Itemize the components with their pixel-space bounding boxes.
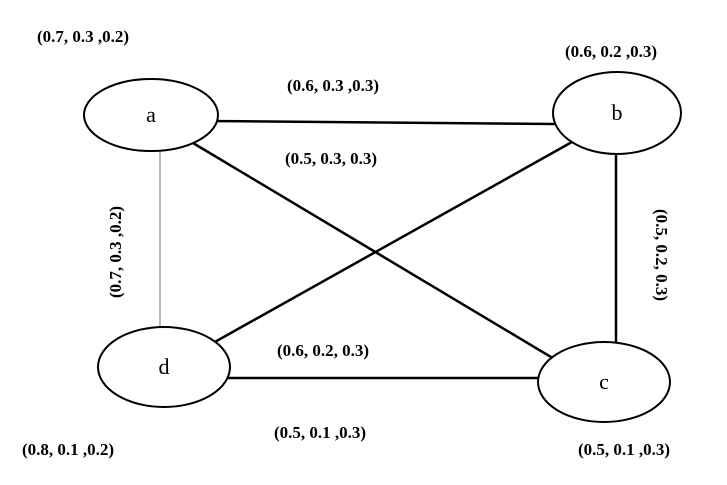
vertex-a-value: (0.7, 0.3 ,0.2) (37, 27, 129, 46)
edge-d-c-value: (0.5, 0.1 ,0.3) (274, 423, 366, 442)
vertex-d-value: (0.8, 0.1 ,0.2) (22, 440, 114, 459)
vertex-c-label: c (599, 369, 609, 394)
vertex-d-ellipse (97, 326, 231, 408)
edge-b-d-value: (0.6, 0.2, 0.3) (277, 341, 369, 360)
edge-a-b (209, 119, 557, 126)
vertex-c-value: (0.5, 0.1 ,0.3) (578, 440, 670, 459)
vertex-b-label: b (612, 100, 623, 125)
vertex-c-ellipse (537, 341, 671, 423)
vertex-a[interactable]: a (83, 78, 219, 152)
vertex-d[interactable]: d (97, 326, 231, 408)
vertex-b-ellipse (552, 71, 682, 155)
edge-a-b-value: (0.6, 0.3 ,0.3) (287, 76, 379, 95)
vertex-a-label: a (146, 102, 156, 127)
edge-a-d-value: (0.7, 0.3 ,0.2) (106, 206, 125, 298)
edge-a-c-value: (0.5, 0.3, 0.3) (285, 149, 377, 168)
vertex-c[interactable]: c (537, 341, 671, 423)
edge-a-c (192, 141, 572, 371)
vertex-d-label: d (159, 354, 170, 379)
vertex-b-value: (0.6, 0.2 ,0.3) (565, 42, 657, 61)
edge-b-d (212, 140, 573, 345)
edge-b-c-value: (0.5, 0.2, 0.3) (652, 209, 671, 301)
vertex-b[interactable]: b (552, 71, 682, 155)
vertex-a-ellipse (83, 78, 219, 152)
